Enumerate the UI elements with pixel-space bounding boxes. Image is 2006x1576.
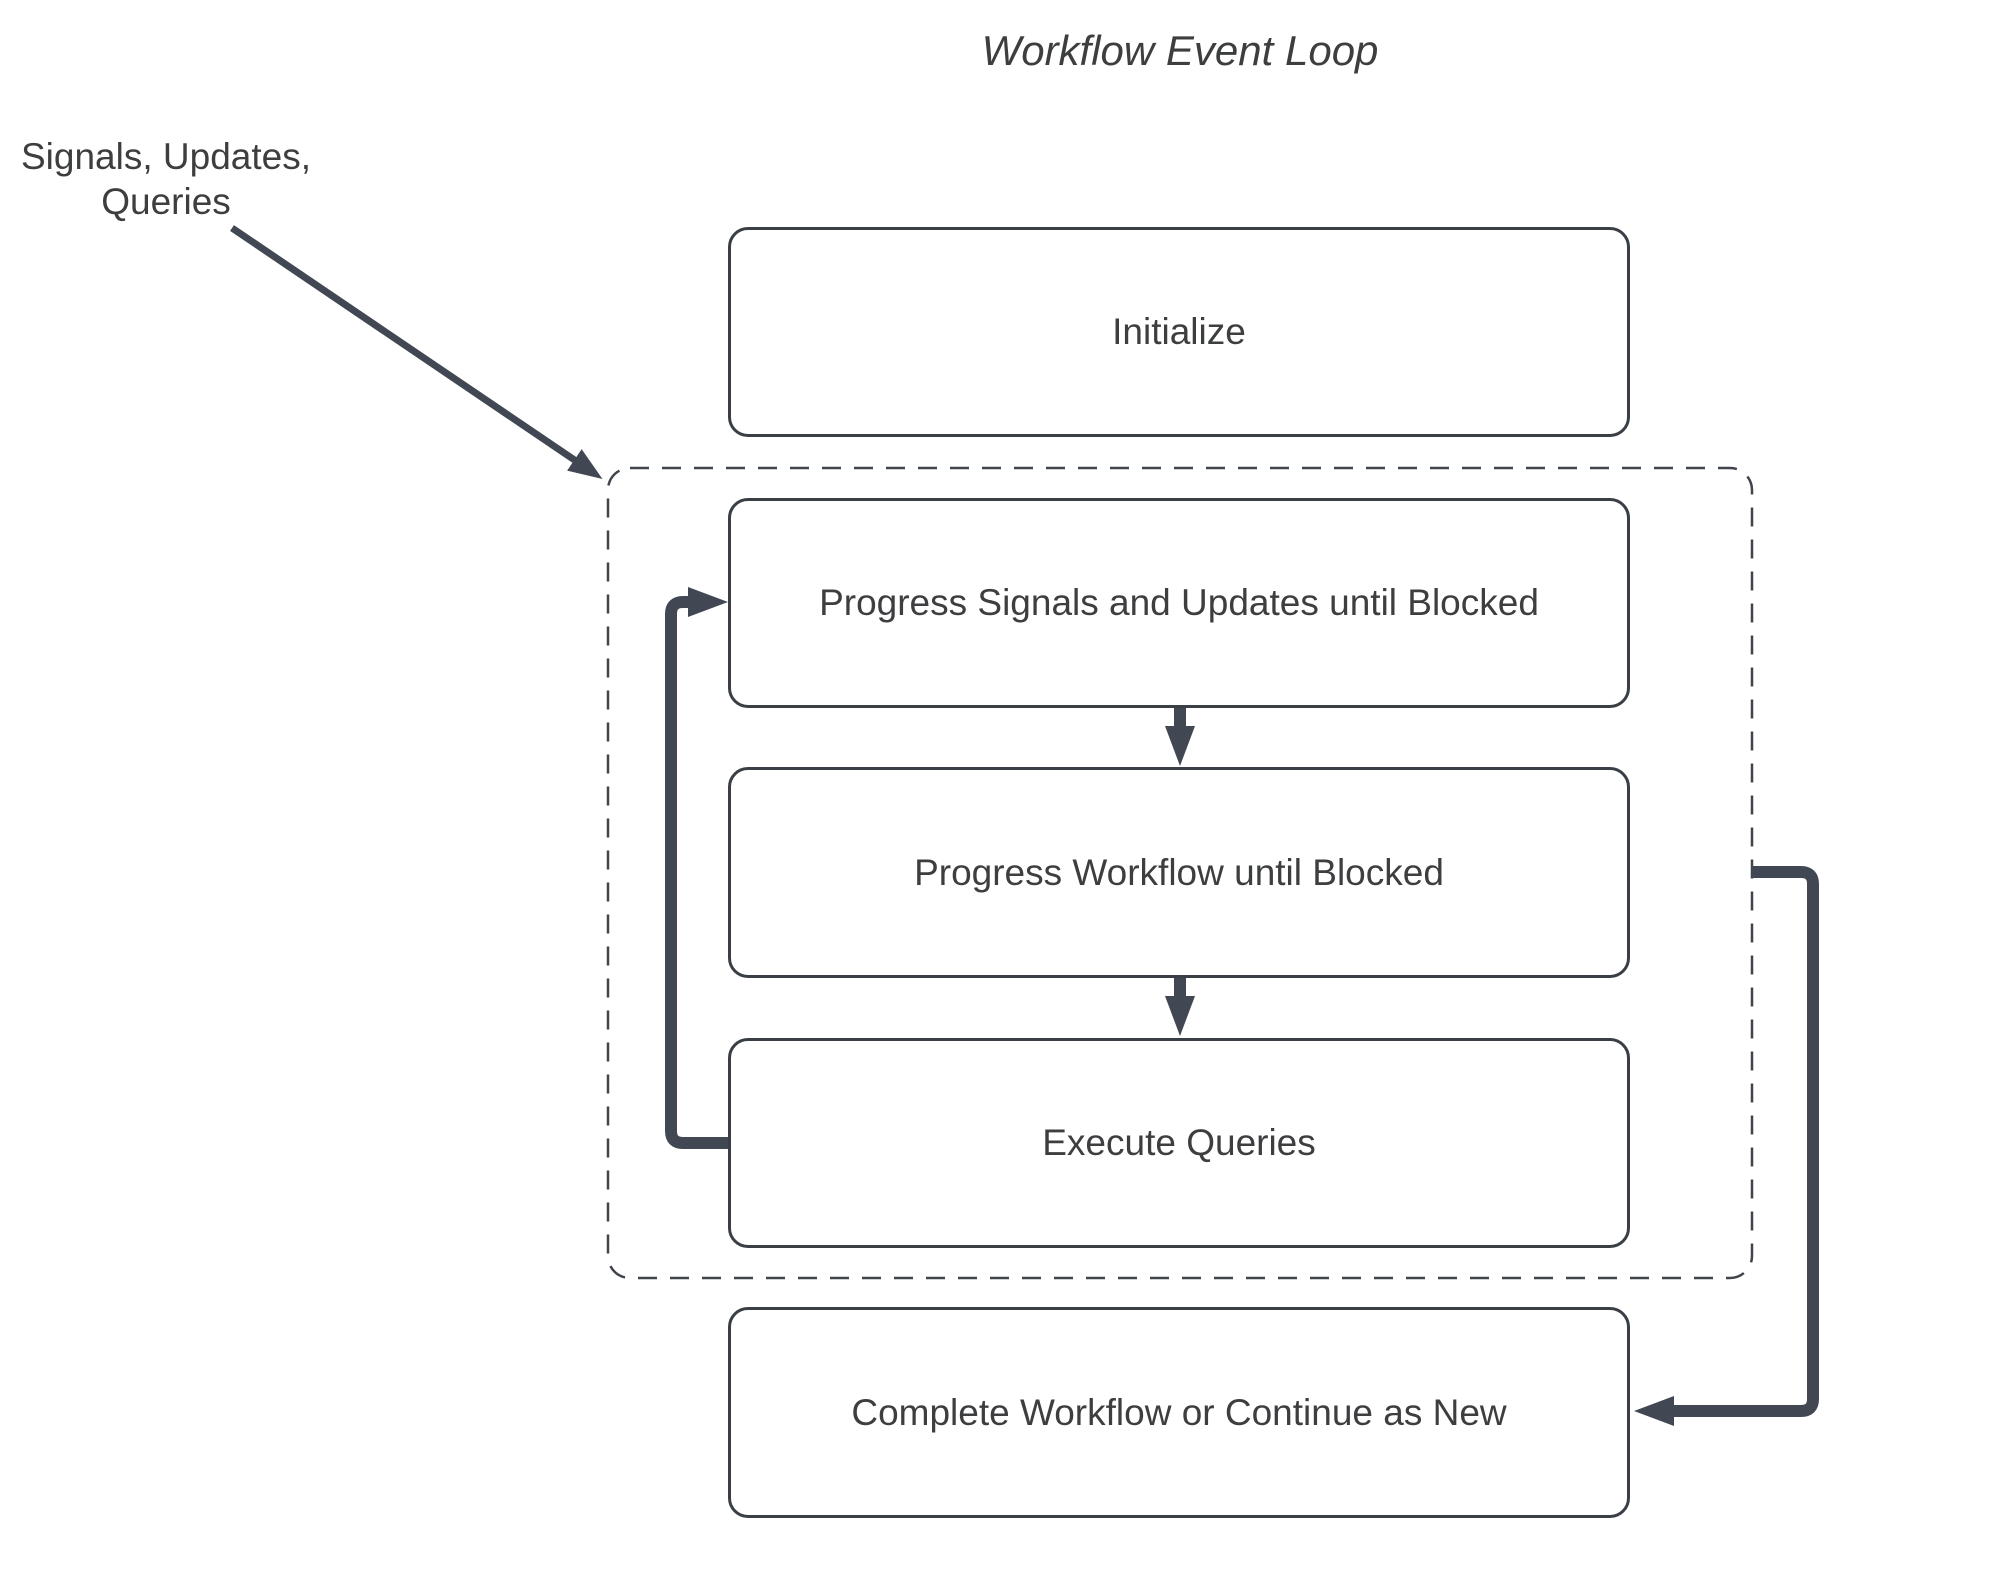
node-initialize-label: Initialize (1112, 311, 1246, 352)
node-progress-workflow-label: Progress Workflow until Blocked (914, 851, 1444, 893)
node-execute-queries: Execute Queries (728, 1038, 1630, 1248)
node-complete-workflow-label: Complete Workflow or Continue as New (851, 1391, 1507, 1433)
node-progress-workflow: Progress Workflow until Blocked (728, 767, 1630, 978)
node-progress-signals-and-updates: Progress Signals and Updates until Block… (728, 498, 1630, 708)
edge-execute-queries-loop-back-arrow (665, 587, 730, 1149)
node-initialize: Initialize (728, 227, 1630, 437)
side-label-line-2: Queries (101, 181, 231, 222)
side-label-line-1: Signals, Updates, (20, 136, 311, 177)
node-progress-signals-label: Progress Signals and Updates until Block… (819, 582, 1539, 623)
node-complete-workflow: Complete Workflow or Continue as New (728, 1307, 1630, 1518)
edge-signals-label-to-group-arrow (230, 225, 603, 479)
diagram-title: Workflow Event Loop (981, 27, 1379, 74)
edge-group-to-complete-arrow (1634, 866, 1819, 1426)
node-execute-queries-label: Execute Queries (1042, 1122, 1316, 1163)
signals-updates-queries-label: Signals, Updates, Queries (10, 134, 322, 224)
